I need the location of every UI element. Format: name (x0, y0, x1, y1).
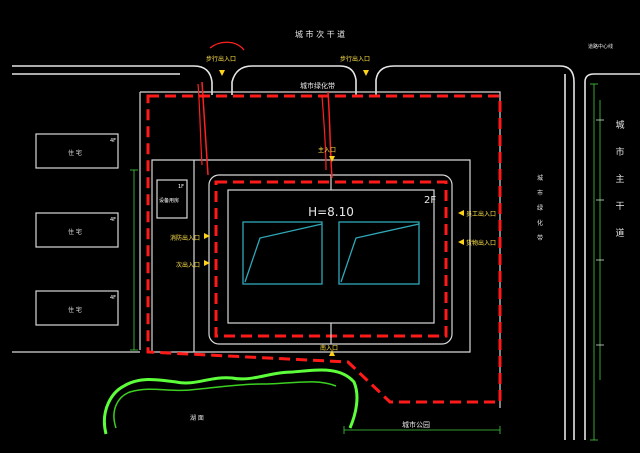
entry-arrow-icon (204, 260, 210, 266)
north-road-label: 城 市 次 干 道 (295, 29, 345, 39)
vertical-label-char: 市 (537, 189, 543, 197)
entry-arrow-icon (363, 70, 369, 76)
annotation-stroke-left-2 (197, 83, 203, 166)
roof-block-right (338, 221, 420, 285)
residential-label: 住 宅 (68, 228, 82, 236)
site-outline (12, 91, 501, 408)
vertical-label-char: 主 (615, 173, 624, 185)
building-floors: 2F (424, 195, 436, 206)
pedestrian-entry-left: 步行出入口 (206, 55, 236, 63)
entry-arrow-icon (204, 233, 210, 239)
fire-entry-label: 消防出入口 (170, 234, 200, 242)
annotation-stroke-right (327, 91, 333, 179)
site-boundary (146, 94, 502, 404)
main-entry-label: 主入口 (318, 146, 336, 154)
east-road-edges (584, 73, 640, 440)
vertical-label-char: 城 (615, 120, 624, 131)
vertical-label-char: 化 (537, 219, 543, 227)
entry-arrow-icon (458, 239, 464, 245)
north-green-belt-label: 城市绿化带 (300, 81, 335, 90)
vertical-label-char: 带 (537, 234, 543, 242)
south-park-label: 城市公园 (402, 420, 430, 429)
entry-arrow-icon (458, 210, 464, 216)
equipment-room-label: 设备用房 (159, 197, 179, 204)
service-entry-label: 次出入口 (176, 261, 200, 269)
residential-1: 住 宅 4F (35, 133, 119, 169)
vertical-label-char: 绿 (537, 204, 543, 212)
entry-markers (204, 70, 464, 356)
annotation-stroke-left (201, 81, 209, 176)
equipment-room: 设备用房 1F (156, 179, 188, 219)
vertical-label-char: 市 (615, 146, 624, 158)
vertical-label-char: 干 (615, 201, 624, 212)
building-height: H=8.10 (308, 205, 354, 219)
pedestrian-entry-right: 步行出入口 (340, 55, 370, 63)
corner-tag: 道路中心线 (588, 43, 613, 50)
vertical-label-char: 城 (537, 175, 543, 182)
east-green-belt-label: 城市绿化带 (537, 175, 543, 242)
dimension-lines (130, 83, 601, 441)
main-building: H=8.10 2F (208, 174, 453, 345)
south-entry-label: 南入口 (320, 344, 338, 352)
residential-label: 住 宅 (68, 149, 82, 157)
east-road-ticks (596, 119, 604, 346)
entry-arrow-icon (219, 70, 225, 76)
goods-entry-label: 货物出入口 (466, 239, 496, 247)
equipment-room-floors: 1F (178, 184, 184, 190)
vertical-label-char: 道 (615, 227, 624, 239)
residential-floors: 4F (110, 295, 116, 301)
lake-shoreline (103, 368, 359, 435)
staff-entry-label: 员工出入口 (466, 210, 496, 218)
entry-arrow-icon (329, 156, 335, 162)
residential-floors: 4F (110, 217, 116, 223)
north-road (12, 65, 575, 440)
residential-3: 住 宅 4F (35, 290, 119, 326)
lake-shoreline-inner (113, 381, 337, 429)
building-fire-lane (214, 180, 448, 338)
residential-floors: 4F (110, 138, 116, 144)
entry-arrow-icon (329, 350, 335, 356)
residential-label: 住 宅 (68, 306, 82, 314)
roof-block-left (242, 221, 323, 285)
residential-2: 住 宅 4F (35, 212, 119, 248)
annotation-curve (209, 41, 245, 51)
lake-label: 湖 面 (190, 414, 204, 422)
annotation-stroke-right-2 (321, 95, 327, 171)
